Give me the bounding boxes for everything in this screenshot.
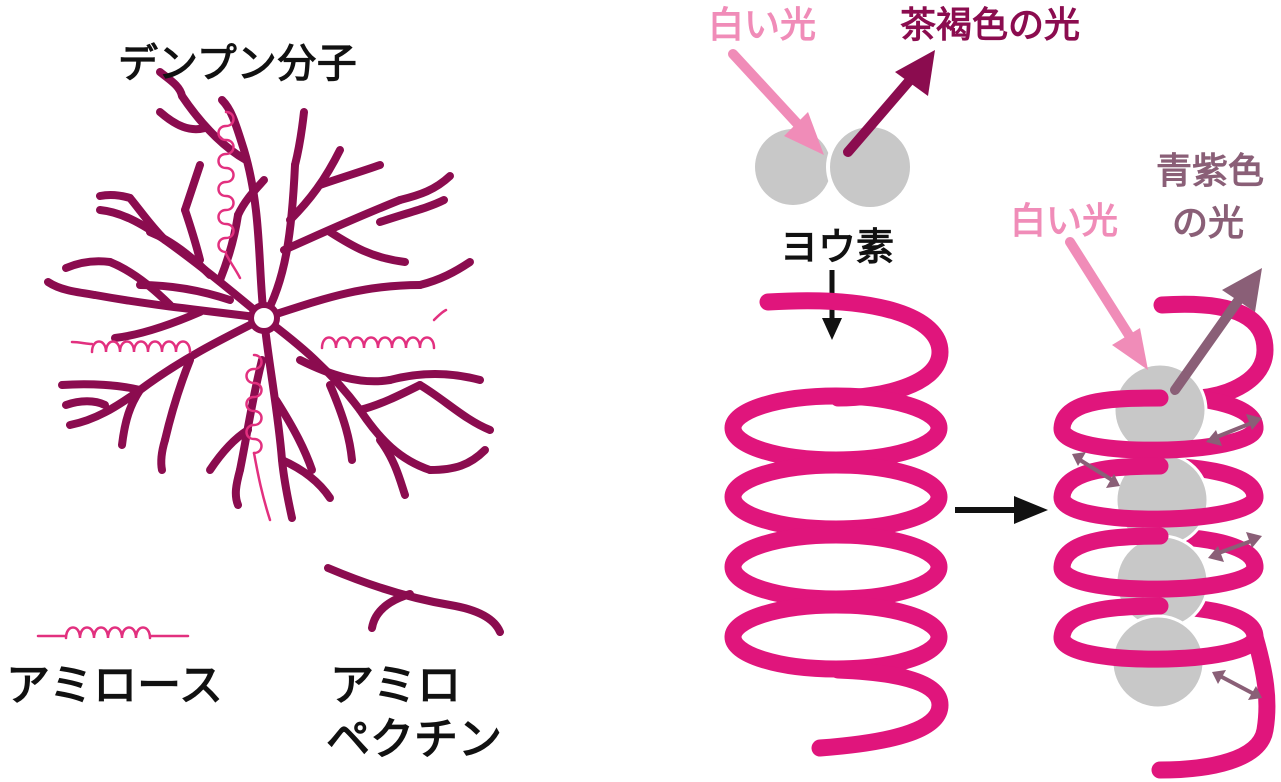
amylopectin-branches [48, 72, 490, 518]
amylopectin-label-line2: ペクチン [326, 718, 502, 762]
molecule-center [251, 305, 277, 331]
amylose-label: アミロース [6, 664, 223, 708]
starch-molecule [48, 72, 490, 520]
blue-violet-label-line2: の光 [1172, 206, 1244, 242]
white-light-label-right: 白い光 [1010, 204, 1118, 240]
brown-light-label: 茶褐色の光 [900, 8, 1080, 44]
right-arrow [955, 496, 1048, 524]
white-light-arrow-right [1070, 242, 1148, 370]
amylose-legend-glyph [38, 628, 188, 639]
iodine-molecule-top [755, 125, 912, 209]
starch-title: デンプン分子 [118, 44, 357, 84]
blue-violet-label-line1: 青紫色 [1156, 154, 1264, 190]
amylose-helix-iodine [1062, 304, 1267, 770]
white-light-label-top: 白い光 [708, 8, 816, 44]
amylopectin-legend-glyph [328, 568, 500, 632]
amylopectin-label-line1: アミロ [330, 664, 461, 708]
iodine-label: ヨウ素 [780, 228, 894, 266]
amylose-helix-empty [733, 301, 940, 748]
